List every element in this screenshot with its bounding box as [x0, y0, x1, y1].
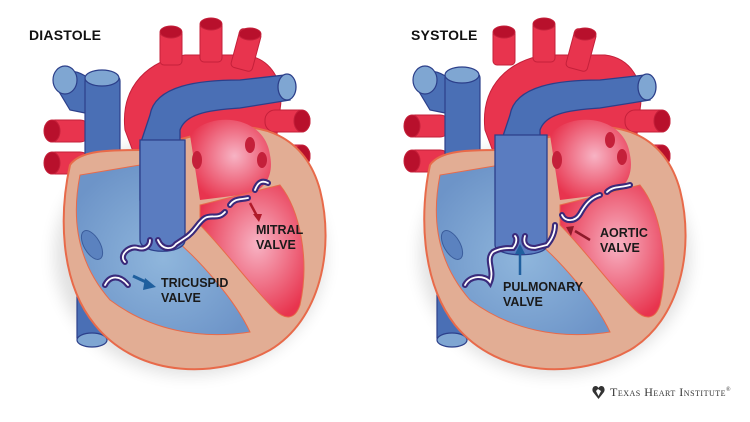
tricuspid-valve-label: TRICUSPID VALVE	[161, 276, 229, 305]
heart-shield-icon	[592, 386, 605, 399]
systole-title: SYSTOLE	[411, 27, 478, 43]
superior-vena-cava	[412, 65, 481, 163]
valve-lines	[102, 178, 271, 288]
tricuspid-arrow-icon	[132, 274, 156, 290]
pulmonary-valve-label: PULMONARY VALVE	[503, 280, 584, 309]
superior-vena-cava	[52, 65, 121, 166]
diastole-panel: DIASTOLE MITRAL VALVE TRICUSPID VALVE	[29, 17, 327, 375]
pulmonary-arrow-icon	[515, 244, 525, 275]
left-ventricle	[559, 184, 665, 318]
texas-heart-institute-logo: Texas Heart Institute®	[592, 385, 731, 400]
aortic-arrow-icon	[566, 226, 591, 242]
logo-text: Texas Heart Institute®	[610, 385, 732, 399]
pulmonary-artery	[494, 73, 657, 256]
diastole-title: DIASTOLE	[29, 27, 102, 43]
systole-panel: SYSTOLE AORTIC VALVE PULMONARY VALVE	[375, 0, 750, 422]
mitral-valve-label: MITRAL VALVE	[256, 223, 304, 252]
systole-heart-illustration	[403, 17, 690, 375]
left-ventricle	[199, 184, 305, 318]
diastole-heart-illustration	[43, 17, 327, 375]
valve-lines	[462, 182, 633, 289]
mitral-arrow-icon	[248, 202, 262, 222]
aortic-valve-label: AORTIC VALVE	[600, 226, 648, 255]
